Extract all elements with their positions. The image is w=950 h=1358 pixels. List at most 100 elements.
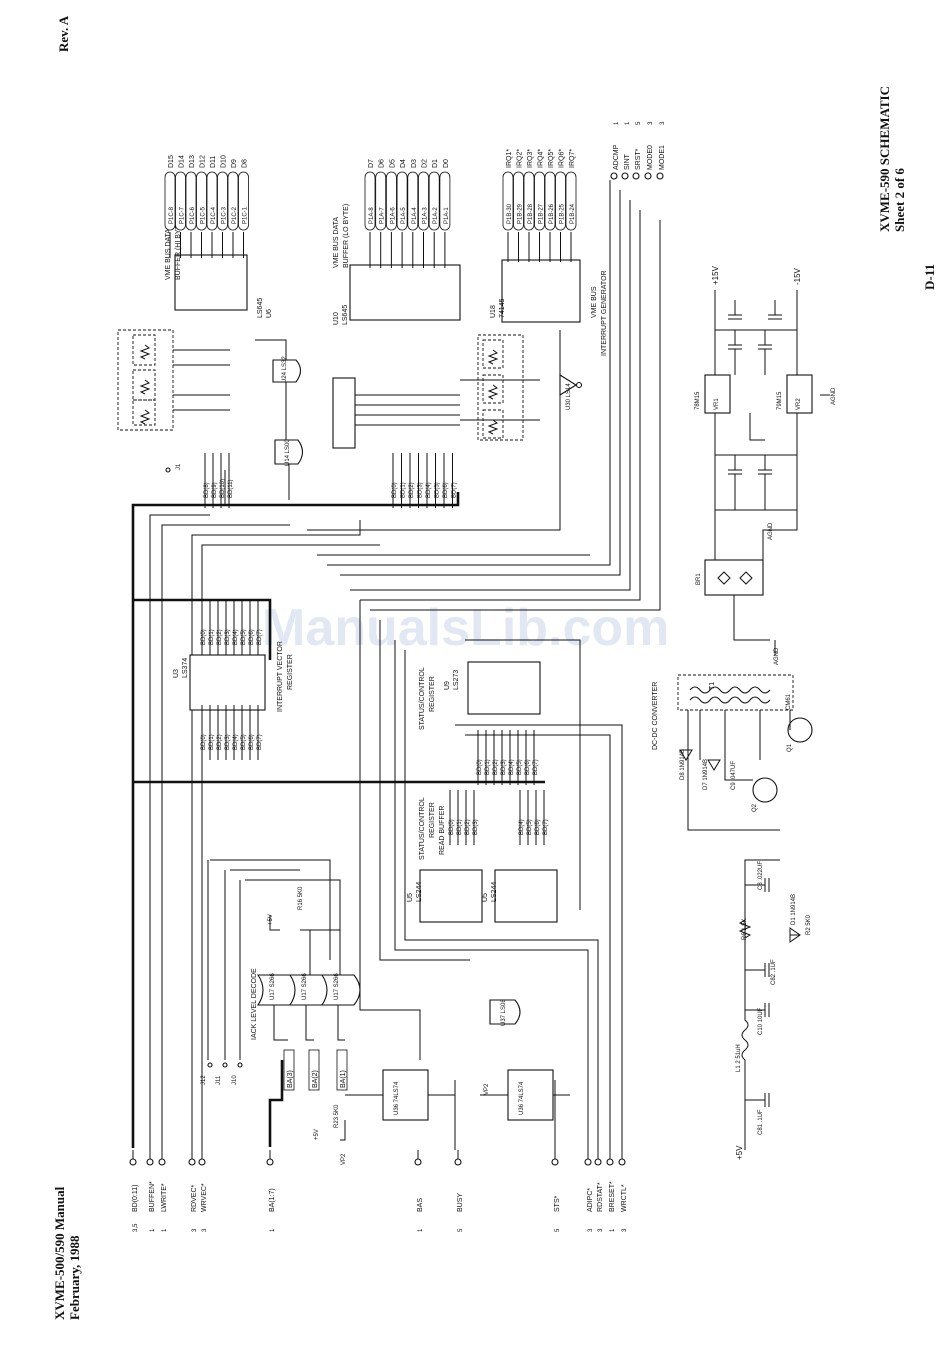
buffer-lo-title2: BUFFER (LO BYTE) — [343, 204, 350, 268]
ivr-title2: REGISTER — [287, 654, 294, 690]
bd-bit-label: BD(4) — [509, 759, 515, 775]
bd-bit-label: BD(4) — [426, 482, 432, 498]
signal-lwrite: LWRITE* — [161, 1183, 168, 1212]
u5a-ref: U5 — [407, 893, 414, 902]
line-irq4: IRQ4* — [538, 149, 545, 168]
connector-terminal — [146, 1158, 154, 1166]
svg-text:C8 .022UF: C8 .022UF — [758, 861, 764, 890]
bd-bit-label: BD(2) — [493, 759, 499, 775]
srb-title1: STATUS/CONTROL — [419, 797, 426, 860]
u3-chip — [189, 654, 266, 711]
svg-text:R6 1.5K: R6 1.5K — [742, 918, 748, 940]
signal-mode1: MODE1 — [659, 145, 666, 170]
svg-text:VP2: VP2 — [484, 1083, 490, 1095]
signal-page-ref: 3 — [648, 121, 654, 125]
rail-p15: +15V — [711, 265, 720, 285]
pin-p1c-7: P1C-7 — [180, 206, 186, 224]
vr2-part: 79M15 — [777, 391, 783, 410]
connector-terminal — [644, 172, 652, 180]
iack-level-decode: U17 S266 U17 S266 U17 S266 IACK LEVEL DE… — [251, 886, 361, 1041]
ivr-title1: INTERRUPT VECTOR — [277, 641, 284, 712]
line-d8: D8 — [242, 159, 249, 168]
bd-bit-label: BD(7) — [543, 819, 549, 835]
u5a-part: LS244 — [416, 882, 423, 902]
bd-bit-label: BD(5) — [527, 819, 533, 835]
u10-chip — [349, 264, 461, 321]
signal-sint: SINT — [624, 153, 631, 170]
svg-text:J10: J10 — [232, 1075, 238, 1085]
pin-p1a-3: P1A-3 — [423, 207, 429, 224]
u10-ref: U10 — [333, 312, 340, 325]
bd-bit-label: BD(3) — [501, 759, 507, 775]
signal-bd011: BD(0:11) — [132, 1185, 139, 1213]
signal-rdvec: RDVEC* — [191, 1184, 198, 1212]
line-d15: D15 — [168, 155, 175, 168]
flip-flops: U36 74LS74 U36 74LS74 VP2 VP2 +5V R23 5K… — [314, 1069, 570, 1165]
bd-bit-label: BD(5) — [241, 629, 247, 645]
pin-p1b-28: P1B-28 — [528, 203, 534, 224]
bus-pin — [502, 171, 514, 231]
bd-bit-label: BD(0) — [392, 482, 398, 498]
pin-p1c-6: P1C-6 — [190, 206, 196, 224]
signal-page-ref: 1 — [614, 121, 620, 125]
connector-terminal — [551, 1158, 559, 1166]
bus-pin — [544, 171, 556, 231]
u18-ref: U18 — [490, 305, 497, 318]
scr-title2: REGISTER — [429, 676, 436, 712]
rail-p5: +5V — [735, 1145, 744, 1160]
signal-sts: STS* — [554, 1195, 561, 1212]
signal-mode0: MODE0 — [647, 145, 654, 170]
signal-page-ref: 1 — [610, 1228, 616, 1232]
bd-bit-label: BD(0) — [449, 819, 455, 835]
bd-bit-label: BD(7) — [452, 482, 458, 498]
pin-p1b-29: P1B-29 — [518, 203, 524, 224]
line-d12: D12 — [200, 155, 207, 168]
irq-gen-title2: INTERRUPT GENERATOR — [601, 270, 608, 356]
svg-text:U17 S266: U17 S266 — [270, 973, 276, 1000]
bd-bit-label: BD(10) — [220, 479, 226, 498]
line-d0: D0 — [443, 159, 450, 168]
page-number: D-11 — [922, 264, 937, 290]
svg-text:U17 S266: U17 S266 — [302, 973, 308, 1000]
line-irq6: IRQ6* — [559, 149, 566, 168]
signal-wrctl: WRCTL* — [621, 1184, 628, 1212]
bd-bit-label: BD(6) — [443, 482, 449, 498]
bd-bit-label: BD(0) — [201, 629, 207, 645]
u6-part: LS645 — [257, 298, 264, 318]
logic-gates: U24 LS32 U14 LS00 U30 LS14 U37 LS08 — [224, 339, 583, 1026]
connector-terminal — [454, 1158, 462, 1166]
svg-text:+5V: +5V — [314, 1129, 320, 1140]
agnd-1: AGND — [831, 387, 837, 405]
manual-title: XVME-500/590 Manual — [52, 1186, 67, 1320]
signal-page-ref: 3 — [660, 121, 666, 125]
signal-routing — [149, 180, 661, 1150]
revision: Rev. A — [56, 15, 71, 52]
u6-ref: U6 — [266, 309, 273, 318]
svg-text:D1 1N914B: D1 1N914B — [791, 894, 797, 925]
bus-pin — [534, 171, 545, 231]
line-d11: D11 — [210, 156, 217, 168]
power-supply: BR1 VR1 78M15 VR2 79M15 +15V -15V AGND A… — [695, 265, 837, 665]
bd-bit-label: BD(7) — [257, 629, 263, 645]
svg-text:C9 .047UF: C9 .047UF — [731, 761, 737, 790]
pin-p1a-5: P1A-5 — [401, 207, 407, 224]
pin-p1b-26: P1B-26 — [549, 203, 555, 224]
signal-page-ref: 3 — [598, 1228, 604, 1232]
pin-p1a-8: P1A-8 — [369, 207, 375, 224]
srb-title3: READ BUFFER — [439, 806, 446, 855]
signal-page-ref: 1 — [150, 1228, 156, 1232]
signal-busy: BUSY — [457, 1193, 464, 1212]
watermark: ManualsLib.com — [262, 599, 669, 657]
pin-p1a-1: P1A-1 — [444, 207, 450, 224]
line-d14: D14 — [179, 155, 186, 168]
connector-terminal — [610, 172, 618, 180]
svg-text:L1 2 51uH: L1 2 51uH — [736, 1044, 742, 1072]
interrupt-generator: U18 74145 VME BUS INTERRUPT GENERATOR P1… — [490, 149, 608, 356]
svg-text:U30 LS14: U30 LS14 — [566, 383, 572, 410]
connector-terminal — [198, 1158, 206, 1166]
svg-text:R23 5K0: R23 5K0 — [334, 1104, 340, 1128]
bd-bit-label: BD(6) — [249, 734, 255, 750]
pin-p1a-2: P1A-2 — [433, 207, 439, 224]
bus-pin — [185, 171, 197, 231]
